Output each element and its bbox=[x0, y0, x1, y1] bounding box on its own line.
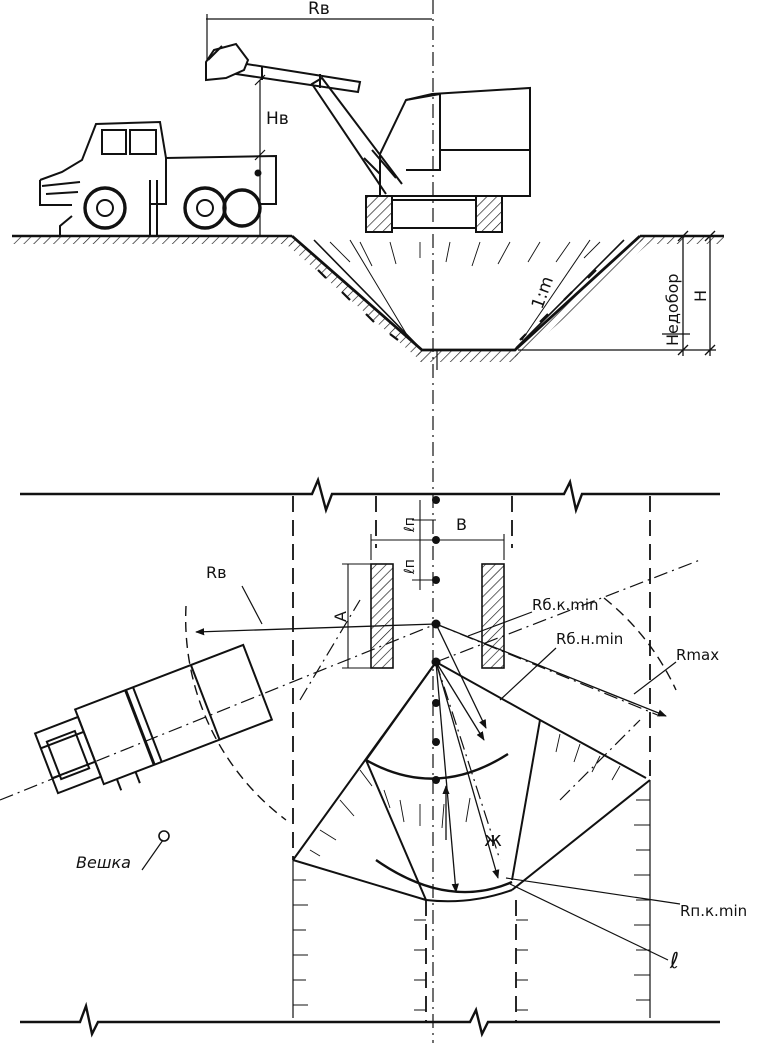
a-dimension-label: А bbox=[331, 611, 350, 622]
r-bn-min-label: Rб.н.min bbox=[556, 630, 623, 648]
r-bk-min-label: Rб.к.min bbox=[532, 596, 599, 614]
plan-top-boundary bbox=[20, 476, 720, 1038]
stake-marker bbox=[158, 830, 170, 842]
plan-view bbox=[0, 476, 720, 1038]
star-mark: ж bbox=[484, 827, 502, 851]
left-track-plan bbox=[370, 563, 394, 669]
shortfall-label: Недобор bbox=[663, 273, 682, 346]
dump-truck bbox=[39, 120, 277, 236]
plan-labels: Rв В ℓп ℓп А Rб.к.min Rб.н.min Rmax Rп.к… bbox=[76, 515, 747, 974]
radius-arcs bbox=[184, 597, 677, 894]
step-label-bottom: ℓп bbox=[402, 559, 418, 575]
trench-section bbox=[286, 234, 648, 370]
step-label-top: ℓп bbox=[402, 517, 418, 533]
plan-reach-label: Rв bbox=[206, 563, 227, 582]
excavator bbox=[205, 42, 531, 233]
slope-ratio-label: 1:m bbox=[528, 274, 558, 312]
radius-arrows bbox=[195, 623, 667, 893]
elevation-view: Rв Нв 1:m Недобор Н bbox=[12, 0, 724, 1043]
depth-label: Н bbox=[691, 290, 710, 302]
r-pk-min-label: Rп.к.min bbox=[680, 902, 747, 920]
plan-dimensions bbox=[342, 500, 505, 669]
reach-height-dimensions bbox=[206, 14, 432, 236]
dump-truck-plan bbox=[33, 643, 274, 795]
trench-edges-plan bbox=[292, 496, 651, 1022]
guide-lines bbox=[0, 559, 701, 861]
plan-width-label: В bbox=[456, 515, 467, 534]
station-points bbox=[431, 496, 441, 784]
elevation-reach-label: Rв bbox=[308, 0, 330, 19]
elevation-height-label: Нв bbox=[266, 109, 289, 129]
excavation-sectors bbox=[292, 660, 651, 903]
stake-label: Вешка bbox=[76, 853, 131, 872]
depth-dimension bbox=[518, 230, 716, 356]
right-track-plan bbox=[481, 563, 505, 669]
ground-surface bbox=[12, 234, 724, 244]
l-distance-label: ℓ bbox=[669, 949, 679, 974]
leader-lines bbox=[141, 585, 681, 961]
r-max-label: Rmax bbox=[676, 646, 719, 664]
